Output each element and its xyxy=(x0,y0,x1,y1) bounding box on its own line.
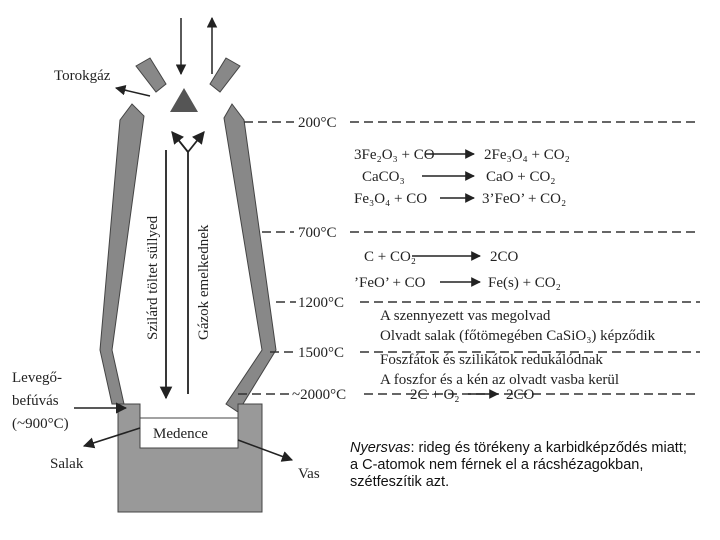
temp-700: 700°C xyxy=(298,225,337,241)
reaction-6-left: 2C + O₂ xyxy=(410,387,460,403)
furnace-wall-left xyxy=(99,103,145,405)
reaction-4-right: 2CO xyxy=(490,249,519,265)
zone-1a: A szennyezett vas megolvad xyxy=(380,308,551,324)
note-text: : rideg és törékeny a karbidképződés mia… xyxy=(350,440,687,490)
zone-2b: A foszfor és a kén az olvadt vasba kerül xyxy=(380,372,619,388)
slag-out-arrow xyxy=(82,427,141,449)
reaction-3-left: Fe₃O₄ + CO xyxy=(354,191,427,207)
charge-bell xyxy=(170,88,198,112)
furnace-hearth xyxy=(117,403,263,513)
label-szilard: Szilárd töltet süllyed xyxy=(145,215,161,340)
reaction-2-left: CaCO₃ xyxy=(362,169,405,185)
label-levego-1: Levegő- xyxy=(12,370,62,386)
temp-2000: ~2000°C xyxy=(292,387,346,403)
label-salak: Salak xyxy=(50,456,84,472)
torokgaz-arrow xyxy=(114,85,151,97)
reaction-5-left: ’FeO’ + CO xyxy=(354,275,426,291)
reaction-1-left: 3Fe₂O₃ + CO xyxy=(354,147,435,163)
zone-2a: Foszfátok és szilikátok redukálódnak xyxy=(380,352,603,368)
label-gazok: Gázok emelkednek xyxy=(196,224,212,340)
zone-1b: Olvadt salak (főtömegében CaSiO₃) képződ… xyxy=(380,328,656,344)
label-torokgaz: Torokgáz xyxy=(54,68,111,84)
temp-200: 200°C xyxy=(298,115,337,131)
temp-1200: 1200°C xyxy=(298,295,344,311)
iron-out-arrow xyxy=(237,439,294,462)
reaction-1-right: 2Fe₃O₄ + CO₂ xyxy=(484,147,570,163)
reaction-5-right: Fe(s) + CO₂ xyxy=(488,275,561,291)
reaction-2-right: CaO + CO₂ xyxy=(486,169,556,185)
gas-split-left xyxy=(171,131,189,153)
label-medence: Medence xyxy=(153,426,208,442)
hopper-right xyxy=(209,57,241,93)
medence-box xyxy=(139,417,239,449)
label-levego-2: befúvás xyxy=(12,393,59,409)
label-levego-3: (~900°C) xyxy=(12,416,69,432)
label-vas: Vas xyxy=(298,466,320,482)
reaction-4-left: C + CO₂ xyxy=(364,249,416,265)
note-term: Nyersvas xyxy=(350,440,411,456)
hopper-left xyxy=(135,57,167,93)
gas-split-arrows xyxy=(171,132,204,153)
reaction-6-right: 2CO xyxy=(506,387,535,403)
nyersvas-note: Nyersvas: rideg és törékeny a karbidképz… xyxy=(350,440,690,491)
temp-1500: 1500°C xyxy=(298,345,344,361)
reaction-3-right: 3’FeO’ + CO₂ xyxy=(482,191,566,207)
furnace-wall-right xyxy=(223,103,277,413)
